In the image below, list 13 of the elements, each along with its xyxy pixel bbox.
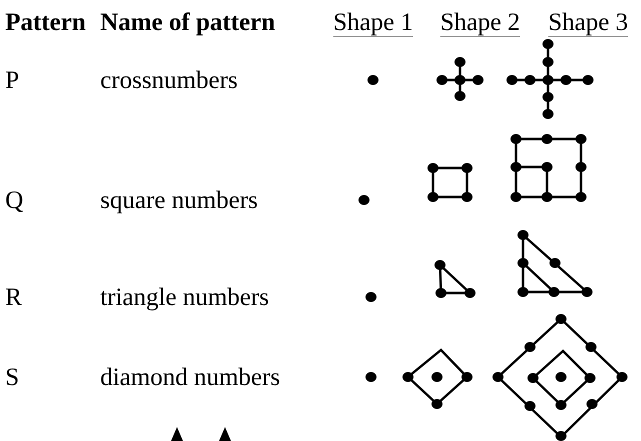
row-letter: R [6,288,22,305]
pattern-name: diamond numbers [101,368,280,386]
row-letter: S [6,368,18,386]
pattern-name: square numbers [101,190,257,214]
row-letter: Q [6,191,23,212]
pattern-name: triangle numbers [100,288,268,310]
column-heading: Name of pattern [100,12,275,36]
column-heading: Shape 1 [333,12,414,37]
row-letter: P [6,72,18,88]
column-heading: Pattern [6,14,86,30]
column-heading: Shape 3 [548,12,628,37]
pattern-name: crossnumbers [101,70,237,88]
column-heading: Shape 2 [440,12,520,37]
